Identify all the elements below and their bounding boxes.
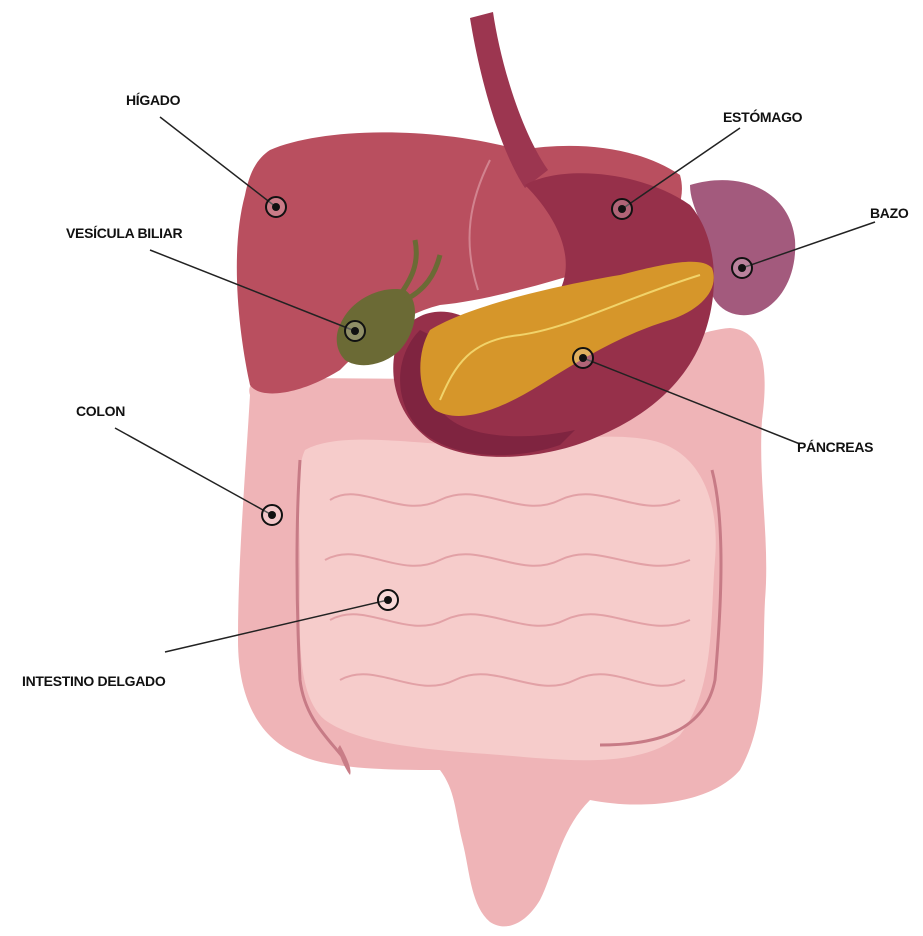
marker-spleen <box>732 258 752 278</box>
label-colon: COLON <box>76 403 125 419</box>
label-stomach: ESTÓMAGO <box>723 108 803 125</box>
marker-stomach <box>612 199 632 219</box>
small-intestine-shape <box>299 437 716 761</box>
label-spleen: BAZO <box>870 205 909 221</box>
label-small-intestine: INTESTINO DELGADO <box>22 673 166 689</box>
label-gallbladder: VESÍCULA BILIAR <box>66 225 183 241</box>
label-pancreas: PÁNCREAS <box>797 439 873 455</box>
marker-colon <box>262 505 282 525</box>
marker-pancreas <box>573 348 593 368</box>
marker-gallbladder <box>345 321 365 341</box>
marker-liver <box>266 197 286 217</box>
marker-small-intestine <box>378 590 398 610</box>
label-liver: HÍGADO <box>126 92 181 108</box>
